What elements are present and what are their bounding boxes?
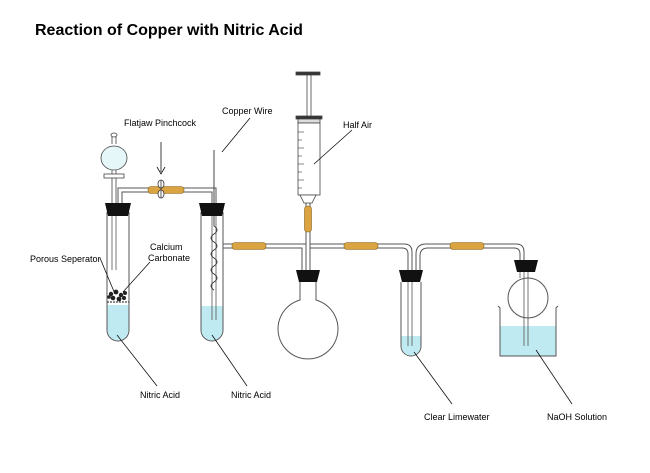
diagram-title: Reaction of Copper with Nitric Acid [35,22,303,39]
syringe [295,71,323,204]
stopper-flask [296,270,320,282]
connector-tube2-flask [231,242,267,250]
flatjaw-pinchcock [157,179,165,199]
test-tube-1 [105,203,131,342]
label-naoh-solution: NaOH Solution [547,412,607,422]
stopper-1 [105,203,131,216]
separating-funnel [100,132,128,210]
connector-limewater-naoh [449,242,485,250]
connector-flask-limewater [343,242,379,250]
calcium-carbonate-chips [107,289,127,302]
label-porous-separator: Porous Seperator [30,254,101,264]
label-calcium-carbonate-line1: Calcium [150,242,183,252]
label-calcium-carbonate-line2: Carbonate [148,253,190,263]
label-nitric-acid-1: Nitric Acid [140,390,180,400]
label-nitric-acid-2: Nitric Acid [231,390,271,400]
limewater-tube [399,270,423,357]
label-half-air: Half Air [343,120,372,130]
label-copper-wire: Copper Wire [222,106,273,116]
label-clear-limewater: Clear Limewater [424,412,490,422]
round-flask [277,270,339,360]
connector-syringe [304,205,312,233]
test-tube-2 [199,150,225,342]
rubber-connectors [147,186,485,250]
stopper-limewater [399,270,423,282]
naoh-beaker [497,260,559,357]
stopper-2 [199,203,225,216]
connector-top [147,186,185,194]
label-flatjaw-pinchcock: Flatjaw Pinchcock [124,118,197,128]
stopper-naoh [514,260,538,272]
copper-wire-coil [210,150,218,291]
leader-lines [99,117,573,405]
